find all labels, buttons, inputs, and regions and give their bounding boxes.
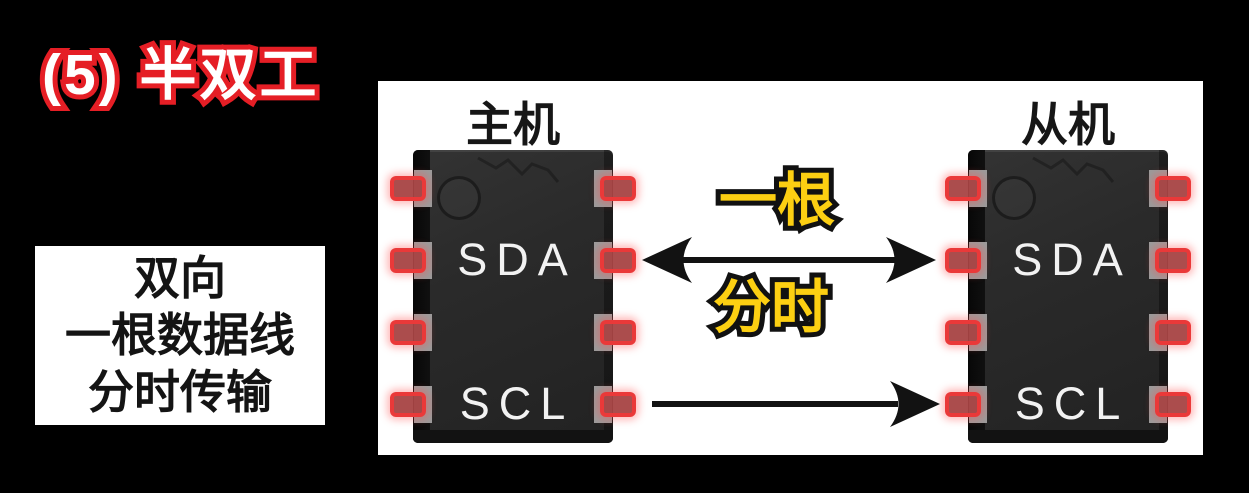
sda-annotation-top-text: 一根: [718, 168, 836, 233]
chip-pin: [390, 386, 432, 423]
chip-pin: [390, 314, 432, 351]
right-arrow-icon: [652, 381, 940, 427]
chip-body: SDA SCL: [968, 150, 1168, 443]
pin-pad: [600, 248, 636, 273]
chip-pin: [594, 386, 636, 423]
chip-bottom-bevel: [413, 430, 613, 443]
slave-chip: SDA SCL: [945, 150, 1191, 443]
pin-pad: [1155, 176, 1191, 201]
chip-pin: [390, 170, 432, 207]
sda-bus-annotation-top: 一根 一根: [714, 167, 840, 235]
sda-annotation-bottom-text: 分时: [712, 275, 830, 340]
pin-pad: [390, 176, 426, 201]
pin-pad: [390, 392, 426, 417]
master-chip-title: 主机: [466, 98, 560, 151]
chip-pin: [390, 242, 432, 279]
pin-pad: [600, 320, 636, 345]
slave-scl-label: SCL: [1014, 378, 1130, 429]
pin-pad: [600, 392, 636, 417]
chip-pin: [945, 386, 987, 423]
chip-pin: [594, 242, 636, 279]
slave-sda-label: SDA: [1012, 234, 1132, 285]
pin-pad: [600, 176, 636, 201]
chip-side-shadow: [968, 150, 985, 443]
chip-pin: [1149, 314, 1191, 351]
pin-pad: [945, 248, 981, 273]
pin-pad: [945, 176, 981, 201]
chip-pin: [594, 170, 636, 207]
chip-pin: [945, 170, 987, 207]
chip-pin: [945, 314, 987, 351]
chip-pin: [1149, 242, 1191, 279]
pin1-dot: [437, 176, 481, 220]
sda-bus-annotation-bottom: 分时 分时: [708, 274, 834, 342]
pin-pad: [390, 248, 426, 273]
pin-pad: [1155, 248, 1191, 273]
chip-side-shadow: [413, 150, 430, 443]
section-heading: (5) 半双工 (5) 半双工: [37, 39, 321, 111]
master-scl-label: SCL: [459, 378, 575, 429]
note-line-3: 分时传输: [88, 366, 272, 418]
pin-pad: [945, 392, 981, 417]
note-line-1: 双向: [134, 252, 226, 304]
slave-chip-title: 从机: [1021, 98, 1115, 151]
master-sda-label: SDA: [457, 234, 577, 285]
note-box: 双向 一根数据线 分时传输: [35, 246, 325, 425]
sda-annotation-bottom-outline: 分时: [708, 274, 834, 342]
chip-bottom-bevel: [968, 430, 1168, 443]
chip-scratch-mark: [477, 156, 560, 183]
chip-body: SDA SCL: [413, 150, 613, 443]
chip-pin: [1149, 170, 1191, 207]
sda-annotation-top-outline: 一根: [714, 167, 840, 235]
pin-pad: [1155, 320, 1191, 345]
pin-pad: [1155, 392, 1191, 417]
master-chip: SDA SCL: [390, 150, 636, 443]
chip-side-bevel: [1159, 150, 1168, 443]
pin-pad: [945, 320, 981, 345]
chip-side-bevel: [604, 150, 613, 443]
section-heading-outline: (5) 半双工: [37, 39, 321, 111]
chip-pin: [945, 242, 987, 279]
diagram-panel: 主机 从机 SDA SCL: [378, 81, 1203, 455]
chip-pin: [594, 314, 636, 351]
chip-pin: [1149, 386, 1191, 423]
note-line-2: 一根数据线: [65, 309, 295, 361]
section-heading-text: (5) 半双工: [42, 43, 320, 107]
pin1-dot: [992, 176, 1036, 220]
chip-scratch-mark: [1032, 156, 1115, 183]
pin-pad: [390, 320, 426, 345]
